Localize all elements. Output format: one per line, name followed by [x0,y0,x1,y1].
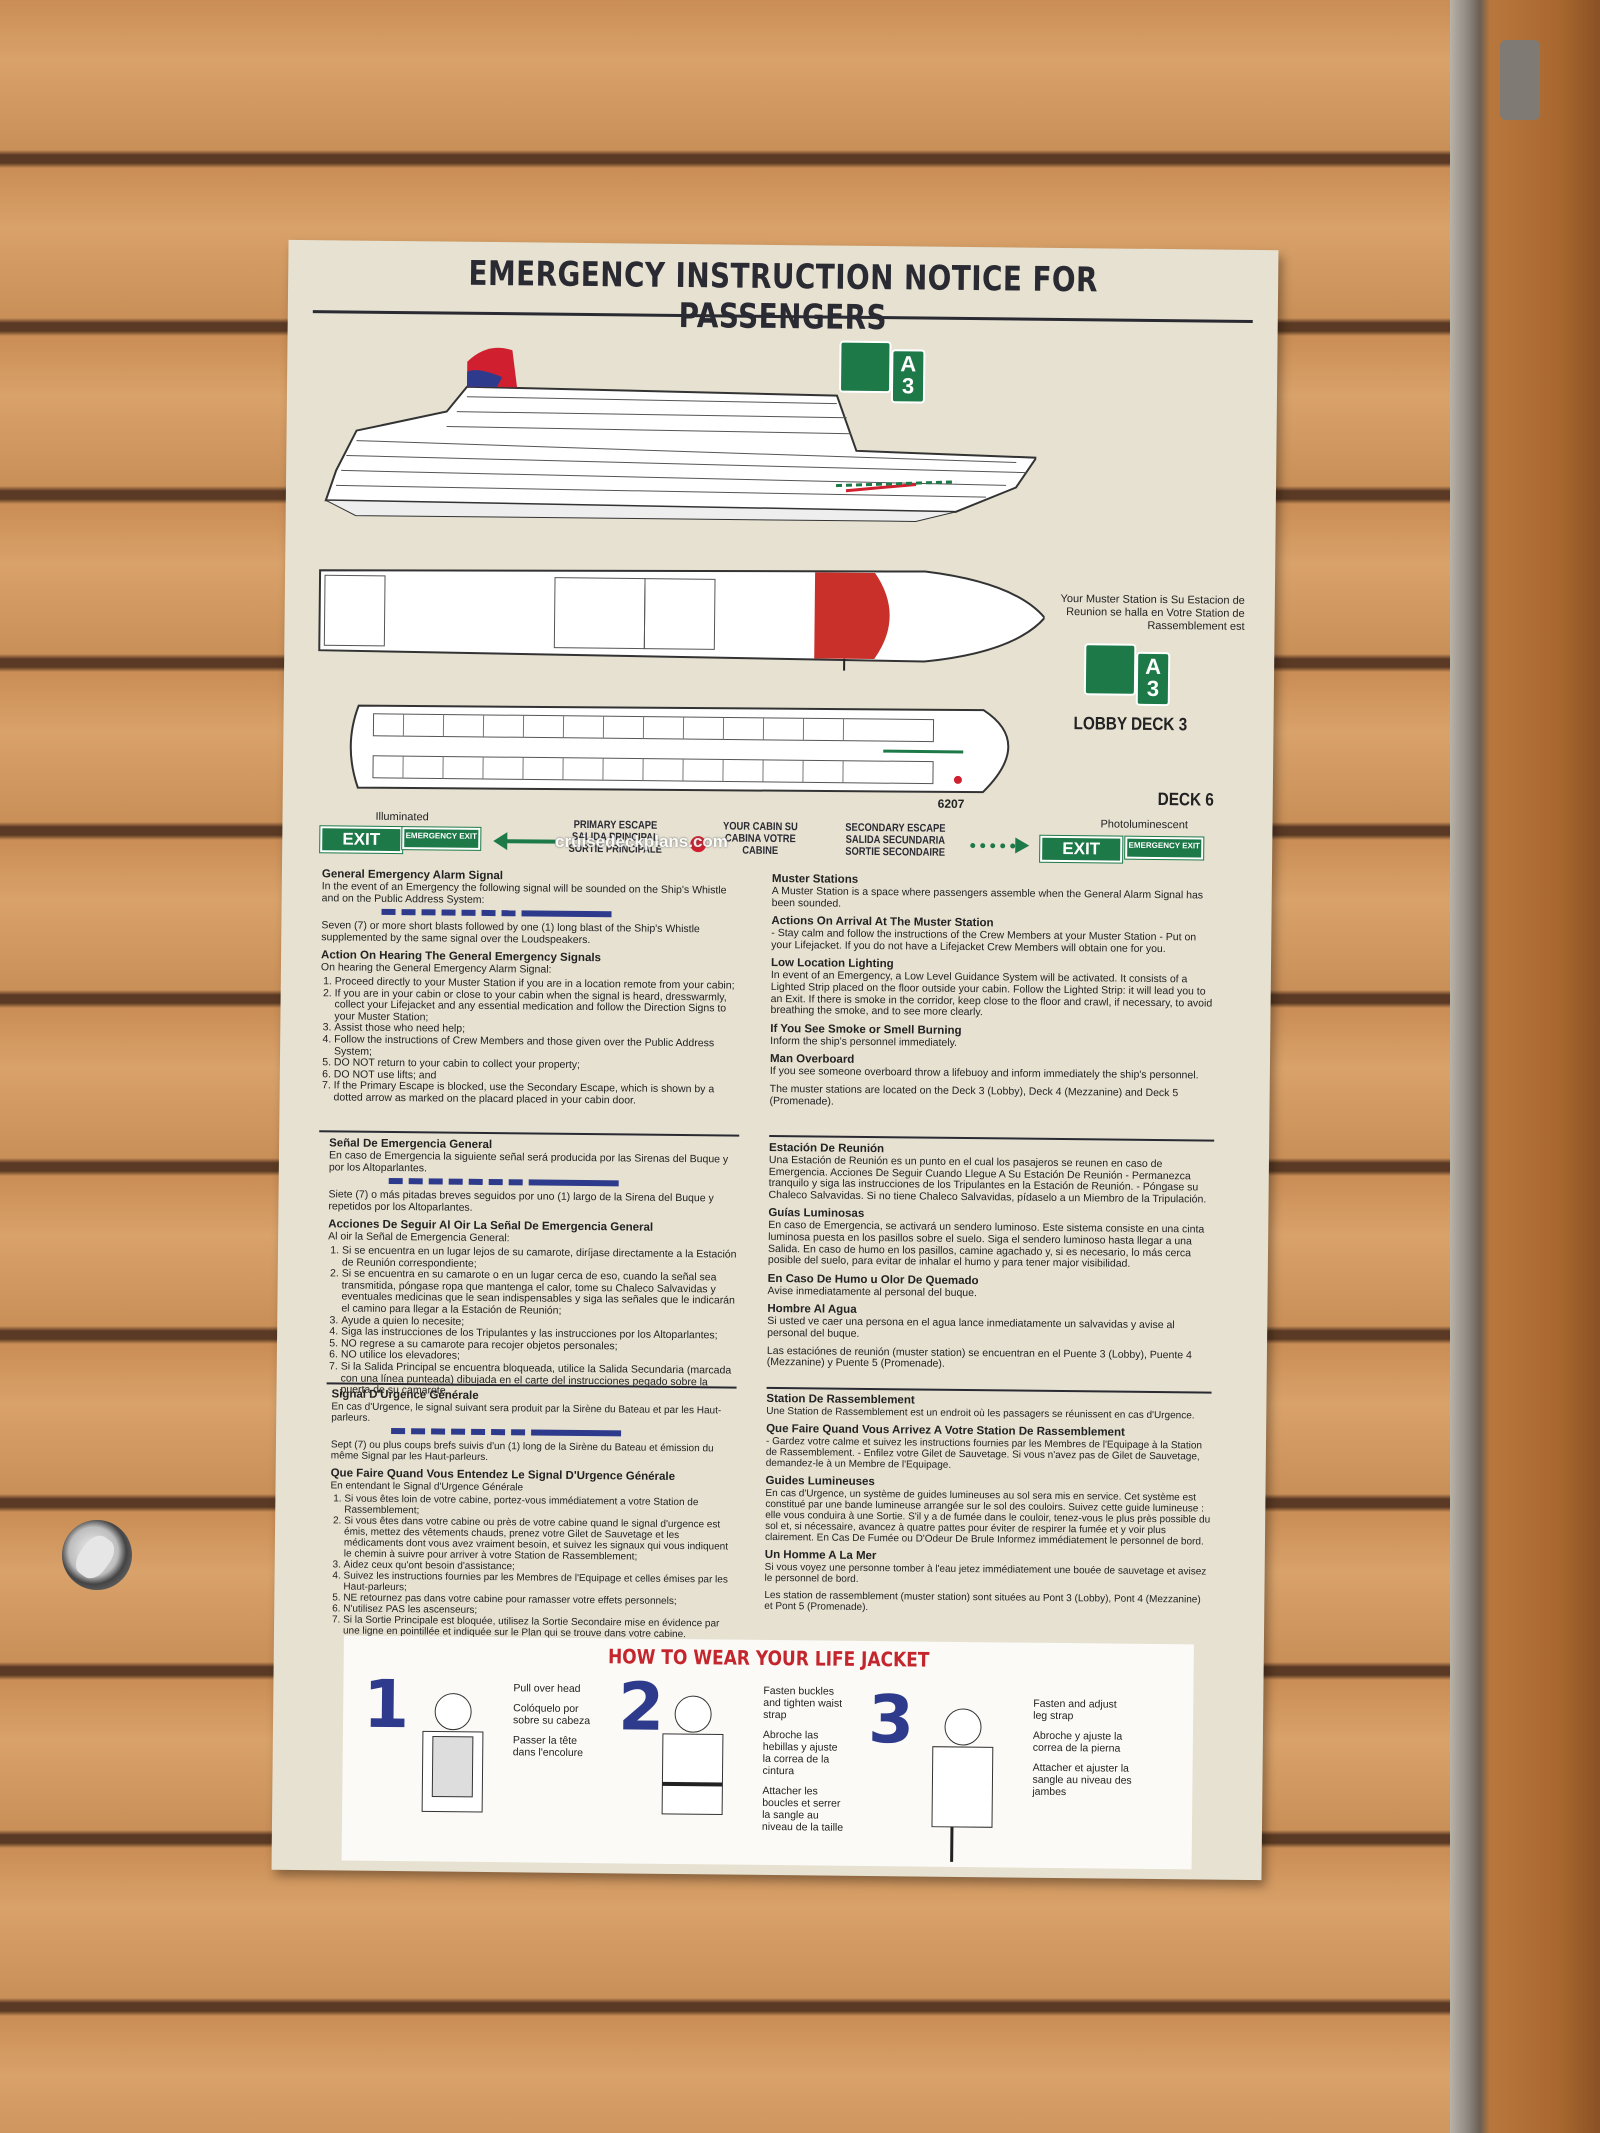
instruction-list: Si se encuentra en un lugar lejos de su … [326,1244,738,1400]
secondary-escape-label: SECONDARY ESCAPE SALIDA SECUNDARIA SORTI… [845,821,946,859]
deck3-plan [318,569,1046,671]
illuminated-label: Illuminated [375,810,429,824]
alarm-blasts-icon [391,1428,736,1438]
ship-side-view [324,347,1038,522]
section-divider [319,1130,740,1137]
life-jacket-step3-figure [931,1708,994,1862]
section-text: - Stay calm and follow the instructions … [771,927,1197,955]
section-text: Si vous voyez une personne tomber à l'ea… [764,1561,1207,1585]
section-text: The muster stations are located on the D… [769,1082,1179,1108]
notice-title: EMERGENCY INSTRUCTION NOTICE FOR PASSENG… [468,253,1099,338]
section-text: Seven (7) or more short blasts followed … [321,919,700,946]
deck-label: DECK 6 [1157,788,1214,810]
life-jacket-step1-figure [421,1693,484,1813]
emergency-exit-sign-illuminated: EMERGENCY EXIT [402,827,481,850]
primary-escape-arrow-icon [505,839,556,844]
section-text: Siete (7) o más pitadas breves seguidos … [328,1188,714,1214]
section-text: En cas d'Urgence, un système de guides l… [764,1487,1211,1548]
section-text: En caso de Emergencia la siguiente señal… [328,1149,729,1174]
section-divider [766,1386,1212,1394]
emergency-notice-placard: EMERGENCY INSTRUCTION NOTICE FOR PASSENG… [271,239,1279,1881]
cabin-number: 6207 [937,796,965,811]
section-text: Les station de rassemblement (muster sta… [764,1589,1201,1614]
emergency-exit-sign-photoluminescent: EMERGENCY EXIT [1125,836,1204,860]
photoluminescent-label: Photoluminescent [1100,818,1188,832]
legend: Illuminated EXIT EMERGENCY EXIT PRIMARY … [320,810,1240,870]
lobby-deck-label: LOBBY DECK 3 [1073,713,1188,735]
section-text: A Muster Station is a space where passen… [771,884,1204,910]
section-text: - Gardez votre calme et suivez les instr… [765,1435,1203,1471]
instruction-list: Proceed directly to your Muster Station … [320,975,741,1108]
step-number: 3 [867,1681,915,1759]
muster-people-icon [838,340,892,394]
section-text: Una Estación de Reunión es un punto en e… [768,1153,1207,1206]
muster-people-icon [1083,643,1137,696]
spanish-left-column: Señal De Emergencia General En caso de E… [326,1137,739,1406]
french-left-column: Signal D'Urgence Générale En cas d'Urgen… [329,1388,737,1646]
list-item: If the Primary Escape is blocked, use th… [334,1080,740,1108]
deck6-plan [349,704,1010,794]
door-hinge [1500,40,1540,120]
section-text: Sept (7) ou plus coups brefs suivis d'un… [330,1439,714,1464]
life-jacket-panel: HOW TO WEAR YOUR LIFE JACKET 1 Pull over… [341,1635,1194,1870]
list-item: Si vous êtes dans votre cabine ou près d… [344,1516,735,1564]
alarm-blasts-icon [388,1178,739,1188]
exit-sign-illuminated: EXIT [320,826,403,854]
list-item: If you are in your cabin or close to you… [334,987,740,1027]
section-text: Si usted ve caer una persona en el agua … [767,1315,1175,1340]
section-text: En cas d'Urgence, le signal suivant sera… [331,1401,722,1424]
section-text: If you see someone overboard throw a lif… [769,1065,1199,1082]
door-frame [1450,0,1600,2133]
secondary-escape-arrow-icon [970,843,1016,849]
section-divider [769,1134,1215,1142]
life-jacket-title: HOW TO WEAR YOUR LIFE JACKET [607,1644,930,1672]
section-text: En caso de Emergencia, se activará un se… [767,1219,1205,1270]
watermark: cruisedeckplans.com [555,832,728,851]
section-text: In event of an Emergency, a Low Level Gu… [770,969,1213,1019]
section-text: In the event of an Emergency the followi… [321,880,727,906]
section-text: Las estaciónes de reunión (muster statio… [766,1344,1192,1370]
muster-note: Your Muster Station is Su Estacion de Re… [1060,592,1245,633]
list-item: Si se encuentra en su camarote o en un l… [341,1268,737,1320]
exit-sign-photoluminescent: EXIT [1040,835,1123,863]
english-left-column: General Emergency Alarm Signal In the ev… [319,868,742,1114]
instruction-list: Si vous êtes loin de votre cabine, porte… [329,1493,735,1641]
alarm-blasts-icon [381,909,741,919]
life-jacket-step2-figure [661,1695,724,1815]
